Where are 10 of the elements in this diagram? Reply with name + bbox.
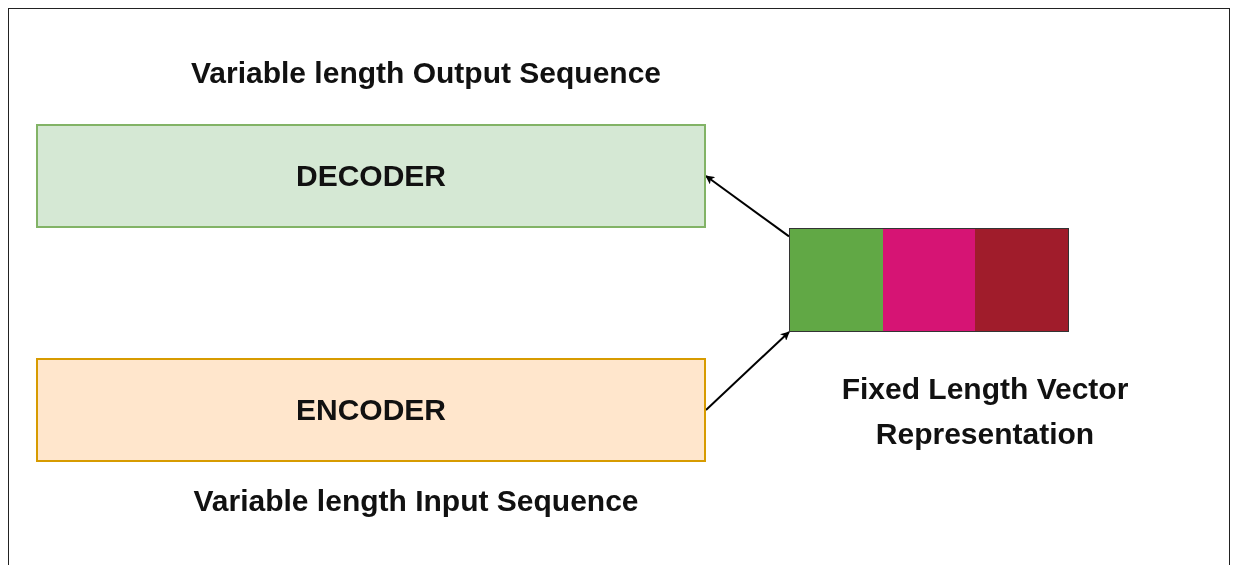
arrow bbox=[705, 331, 790, 411]
caption-text: Fixed Length Vector Representation bbox=[840, 371, 1130, 452]
decoder-box bbox=[36, 124, 706, 228]
caption-text: Variable length Input Sequence bbox=[192, 483, 640, 519]
vector-box bbox=[789, 228, 1069, 332]
box-label: ENCODER bbox=[296, 393, 446, 427]
caption-text: Variable length Output Sequence bbox=[189, 55, 663, 91]
arrow bbox=[705, 175, 790, 238]
encoder-box bbox=[36, 358, 706, 462]
box-label: DECODER bbox=[296, 159, 446, 193]
